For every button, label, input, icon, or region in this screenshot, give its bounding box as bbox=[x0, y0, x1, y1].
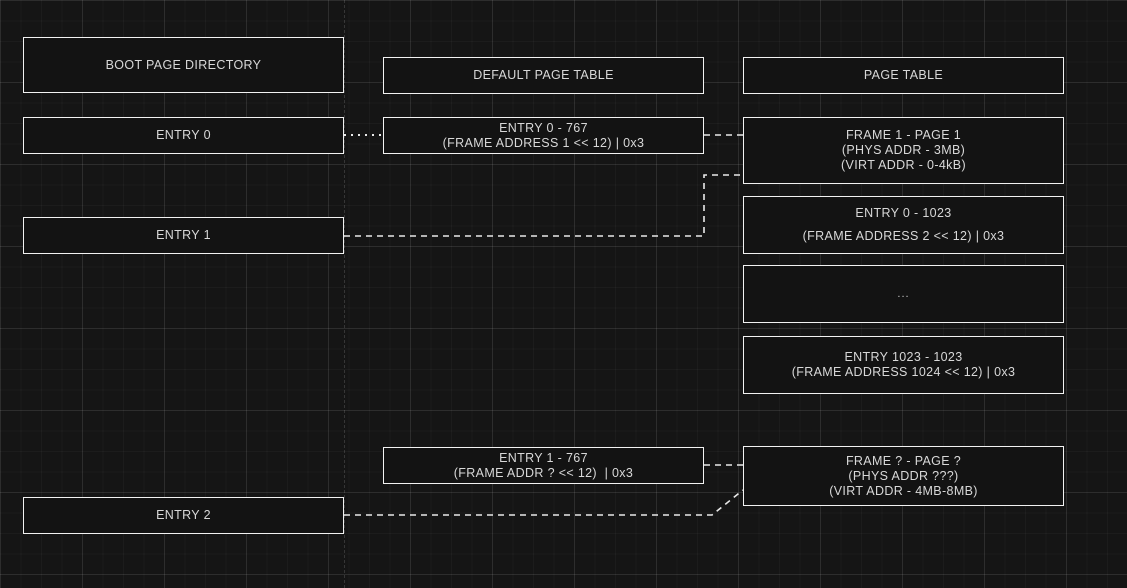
boot-page-directory-entry-1-label: ENTRY 1 bbox=[156, 228, 211, 242]
page-table-frame-unknown-line2: (PHYS ADDR ???) bbox=[848, 468, 959, 483]
connector-entry2-to-frameq bbox=[344, 489, 744, 516]
page-table-frame-1-line3: (VIRT ADDR - 0-4kB) bbox=[841, 158, 966, 172]
vertical-guide-line bbox=[344, 0, 345, 588]
page-table-entry-0-line2: (FRAME ADDRESS 2 << 12) | 0x3 bbox=[802, 229, 1005, 243]
boot-page-directory-entry-2-label: ENTRY 2 bbox=[156, 508, 211, 522]
boot-page-directory-entry-1[interactable]: ENTRY 1 bbox=[23, 217, 344, 254]
boot-page-directory-header-label: BOOT PAGE DIRECTORY bbox=[105, 57, 262, 72]
page-table-entry-0-line1: ENTRY 0 - 1023 bbox=[855, 206, 952, 220]
default-page-table-entry-0-line2: (FRAME ADDRESS 1 << 12) | 0x3 bbox=[442, 135, 645, 150]
default-page-table-entry-1-line1: ENTRY 1 - 767 bbox=[499, 450, 588, 465]
page-table-entry-1023-line2: (FRAME ADDRESS 1024 << 12) | 0x3 bbox=[791, 365, 1016, 379]
page-table-frame-1-line1: FRAME 1 - PAGE 1 bbox=[845, 128, 962, 142]
boot-page-directory-entry-0-label: ENTRY 0 bbox=[156, 128, 211, 142]
default-page-table-entry-0-line1: ENTRY 0 - 767 bbox=[499, 120, 588, 135]
connector-entry1-to-frame1 bbox=[344, 174, 743, 237]
page-table-header-label: PAGE TABLE bbox=[863, 68, 944, 82]
page-table-entry-ellipsis-label: ... bbox=[897, 287, 910, 300]
default-page-table-entry-0[interactable]: ENTRY 0 - 767 (FRAME ADDRESS 1 << 12) | … bbox=[383, 117, 704, 154]
page-table-header[interactable]: PAGE TABLE bbox=[743, 57, 1064, 94]
page-table-entry-0[interactable]: ENTRY 0 - 1023 (FRAME ADDRESS 2 << 12) |… bbox=[743, 196, 1064, 254]
page-table-frame-1[interactable]: FRAME 1 - PAGE 1 (PHYS ADDR - 3MB) (VIRT… bbox=[743, 117, 1064, 184]
page-table-frame-unknown[interactable]: FRAME ? - PAGE ? (PHYS ADDR ???) (VIRT A… bbox=[743, 446, 1064, 506]
page-table-frame-unknown-line1: FRAME ? - PAGE ? bbox=[845, 453, 962, 468]
boot-page-directory-entry-0[interactable]: ENTRY 0 bbox=[23, 117, 344, 154]
default-page-table-header-label: DEFAULT PAGE TABLE bbox=[473, 68, 614, 82]
default-page-table-entry-1-line2: (FRAME ADDR ? << 12) | 0x3 bbox=[453, 465, 634, 480]
page-table-entry-1023[interactable]: ENTRY 1023 - 1023 (FRAME ADDRESS 1024 <<… bbox=[743, 336, 1064, 394]
boot-page-directory-entry-2[interactable]: ENTRY 2 bbox=[23, 497, 344, 534]
default-page-table-header[interactable]: DEFAULT PAGE TABLE bbox=[383, 57, 704, 94]
page-table-frame-1-line2: (PHYS ADDR - 3MB) bbox=[841, 143, 966, 157]
page-table-frame-unknown-line3: (VIRT ADDR - 4MB-8MB) bbox=[829, 483, 978, 498]
default-page-table-entry-1[interactable]: ENTRY 1 - 767 (FRAME ADDR ? << 12) | 0x3 bbox=[383, 447, 704, 484]
page-table-entry-1023-line1: ENTRY 1023 - 1023 bbox=[844, 350, 963, 364]
boot-page-directory-header[interactable]: BOOT PAGE DIRECTORY bbox=[23, 37, 344, 93]
page-table-entry-ellipsis[interactable]: ... bbox=[743, 265, 1064, 323]
